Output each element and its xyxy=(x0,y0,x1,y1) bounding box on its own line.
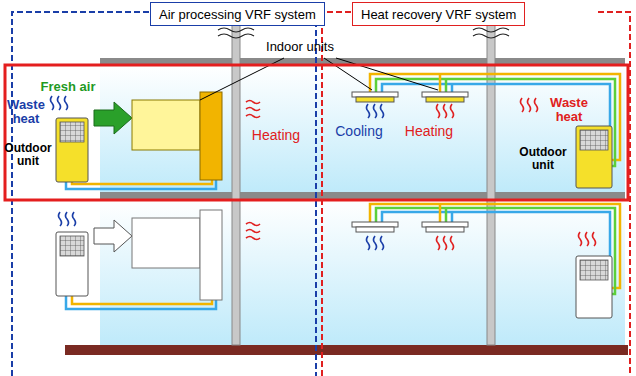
cooling-label: Cooling xyxy=(326,124,392,139)
heating-label: Heating xyxy=(396,124,462,139)
fresh-air-label: Fresh air xyxy=(30,80,106,94)
system-name: Heat recovery VRF system xyxy=(361,7,516,22)
heating-label: Heating xyxy=(244,128,308,143)
outdoor-unit-label: Outdoor unit xyxy=(0,142,56,167)
outdoor-unit-label: Outdoor unit xyxy=(512,146,574,171)
waste-heat-label: Waste heat xyxy=(544,96,594,123)
system-label-box: Heat recovery VRF system xyxy=(352,2,525,26)
system-label-box: Air processing VRF system xyxy=(150,2,325,26)
system-name: Air processing VRF system xyxy=(159,7,316,22)
waste-heat-label: Waste heat xyxy=(2,98,50,125)
indoor-units-label: Indoor units xyxy=(250,40,350,54)
